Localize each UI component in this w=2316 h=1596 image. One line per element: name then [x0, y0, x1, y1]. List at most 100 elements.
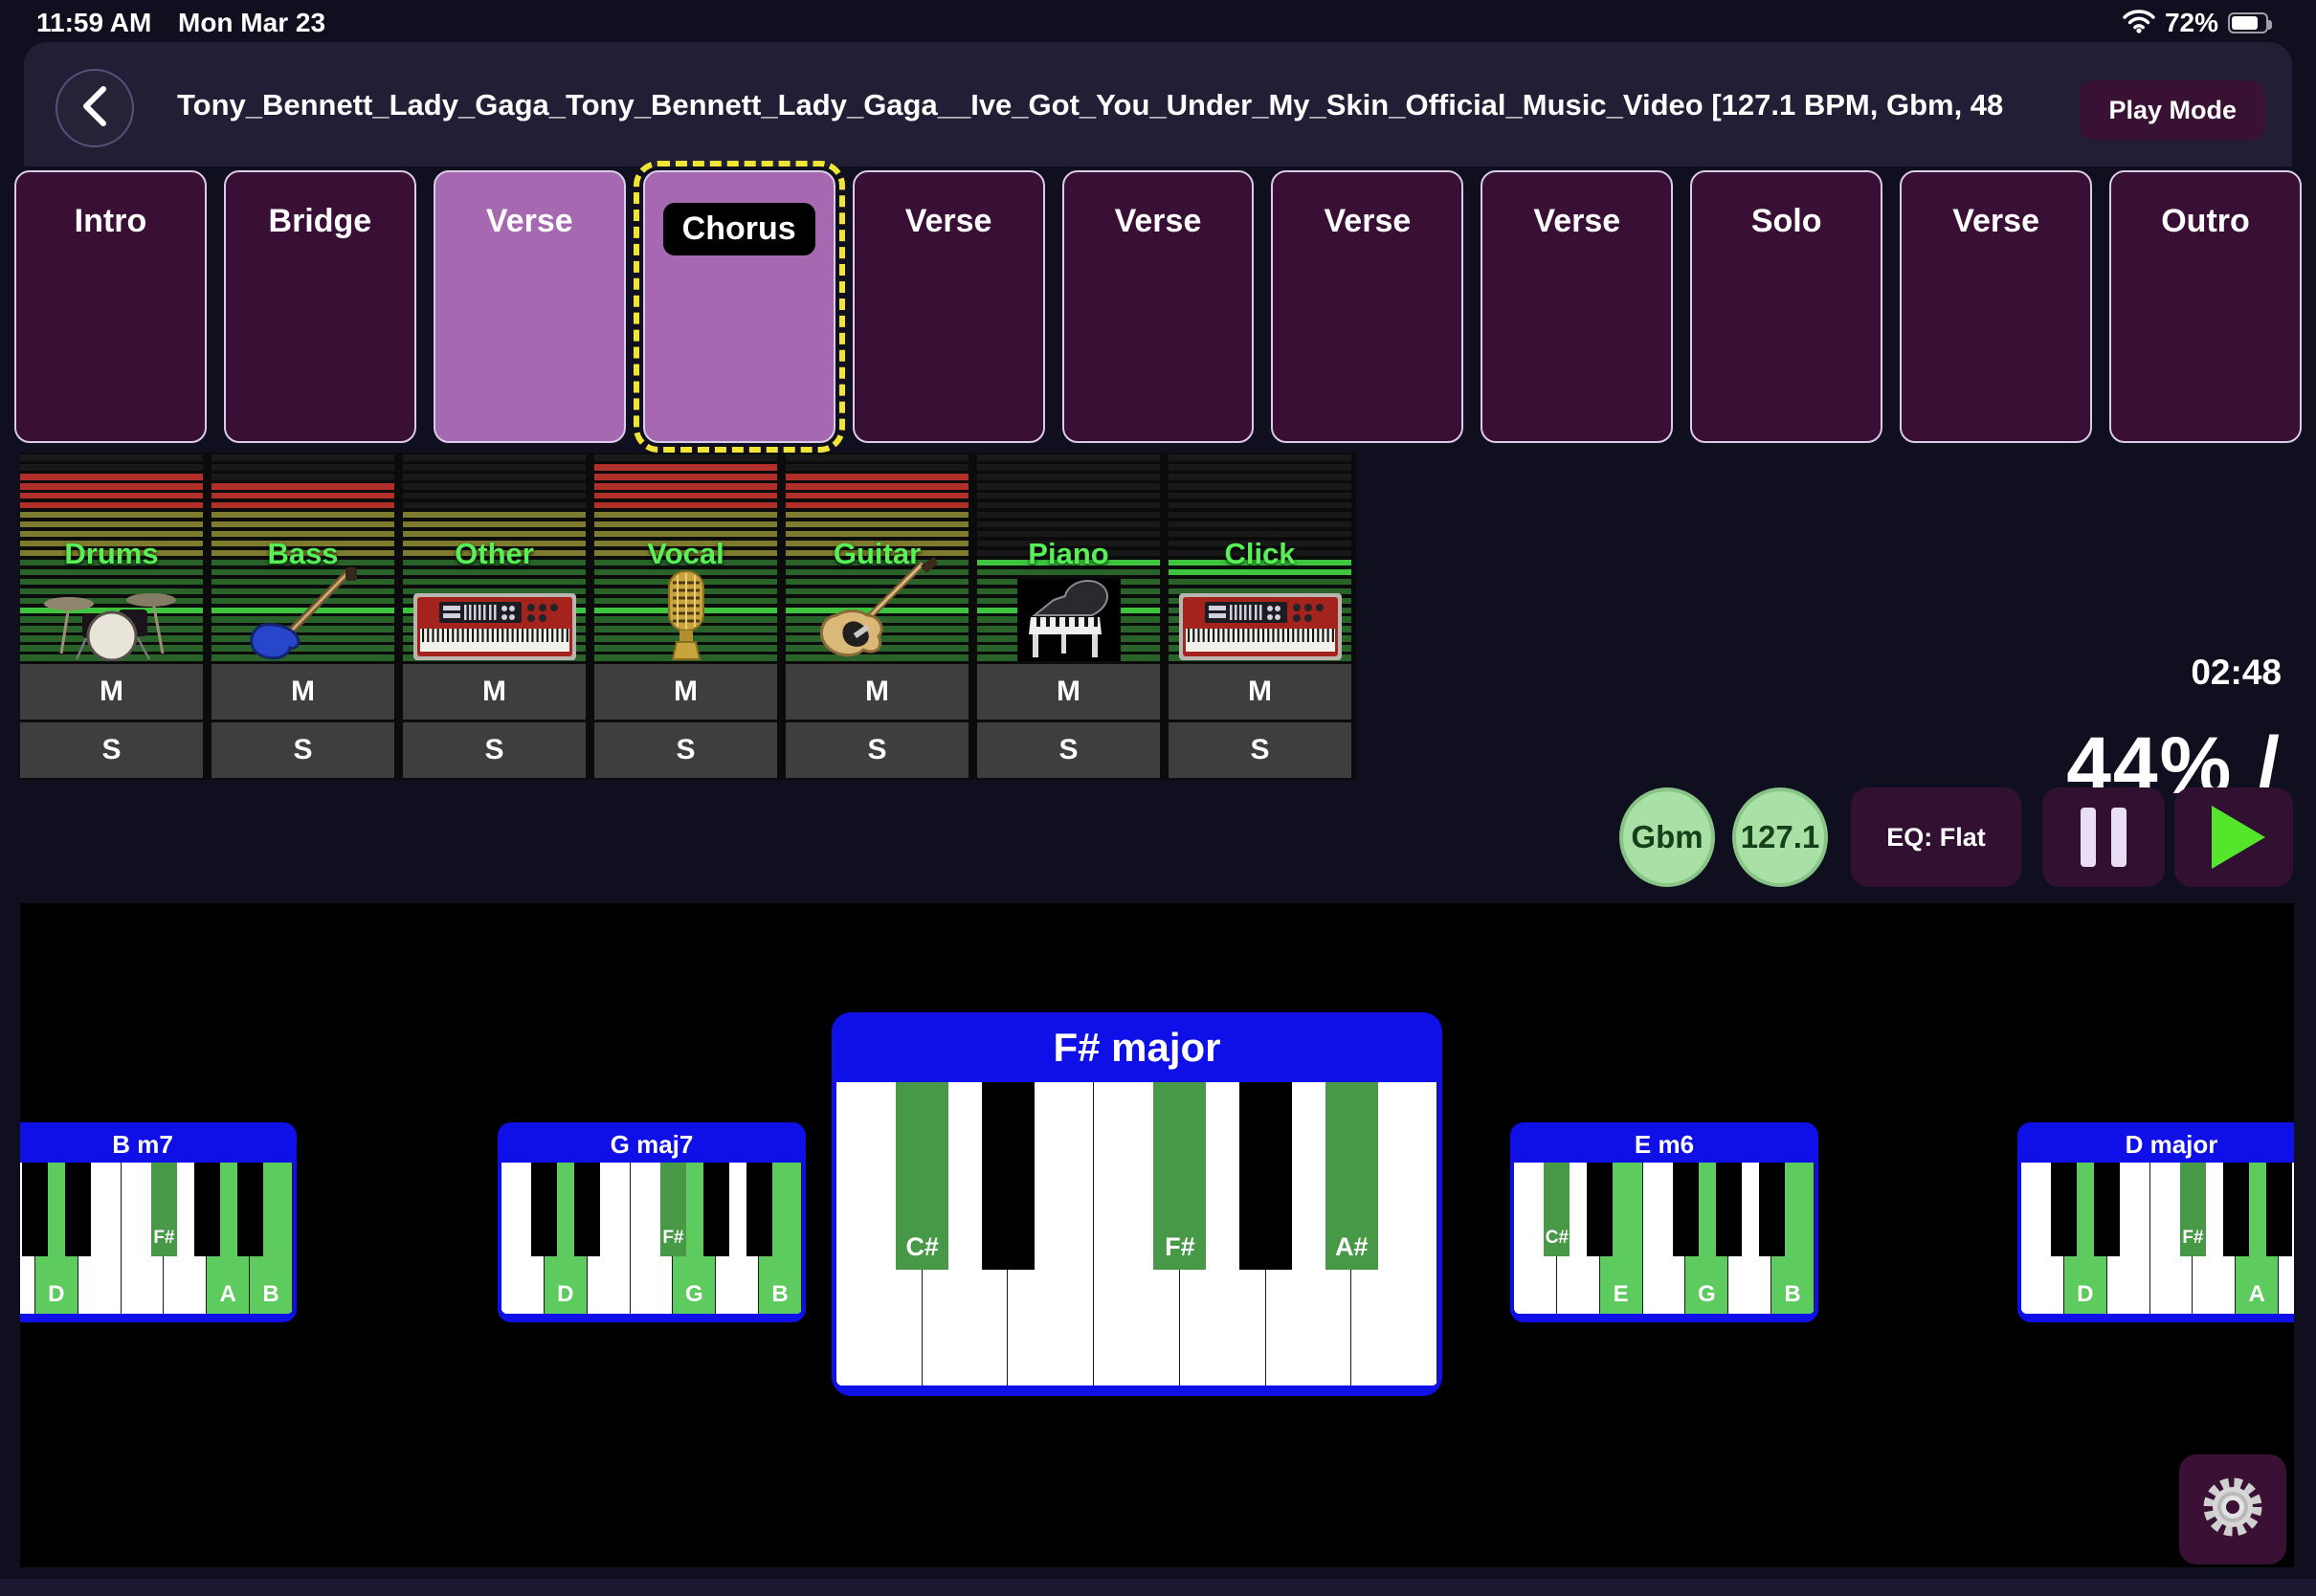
- vu-meter-segment: [20, 521, 203, 528]
- key-button[interactable]: Gbm: [1619, 787, 1715, 887]
- solo-button[interactable]: S: [212, 722, 394, 778]
- battery-percentage: 72%: [2164, 8, 2218, 37]
- vu-meter-segment: [1169, 511, 1351, 519]
- vu-meter-segment: [212, 492, 394, 499]
- vu-meter-segment: [212, 578, 394, 586]
- section-tile-verse[interactable]: Verse: [1481, 170, 1674, 443]
- solo-button[interactable]: S: [786, 722, 969, 778]
- mute-button[interactable]: M: [20, 664, 203, 720]
- bpm-button[interactable]: 127.1: [1732, 787, 1828, 887]
- track-label: Drums: [64, 537, 159, 570]
- vu-meter-segment: [786, 521, 969, 528]
- vu-meter-segment: [212, 511, 394, 519]
- vu-meter-segment: [403, 587, 586, 595]
- vu-meter-segment: [786, 492, 969, 499]
- white-key-label: D: [557, 1281, 574, 1307]
- vu-meter-segment: [977, 473, 1160, 480]
- vu-meter: Bass: [212, 453, 394, 661]
- black-key: [2094, 1163, 2121, 1256]
- section-tile-chorus[interactable]: Chorus: [633, 161, 845, 453]
- vu-meter-segment: [1169, 463, 1351, 471]
- vu-meter-segment: [1169, 521, 1351, 528]
- vu-meter-segment: [1169, 482, 1351, 490]
- mute-button[interactable]: M: [977, 664, 1160, 720]
- mute-button[interactable]: M: [594, 664, 777, 720]
- black-key: [1672, 1163, 1699, 1256]
- red-keyboard-icon: [403, 592, 586, 661]
- section-tile-label: Verse: [1324, 203, 1412, 239]
- vu-meter-segment: [403, 511, 586, 519]
- vu-meter-segment: [977, 530, 1160, 538]
- black-key-label: F#: [662, 1228, 684, 1248]
- vu-meter-segment: [403, 463, 586, 471]
- vu-meter-segment: [403, 559, 586, 566]
- bass-guitar-icon: [212, 565, 394, 661]
- solo-button[interactable]: S: [20, 722, 203, 778]
- section-tile-label: Intro: [74, 203, 147, 239]
- vu-meter-segment: [212, 635, 394, 642]
- pause-button[interactable]: [2042, 787, 2165, 887]
- mute-button[interactable]: M: [786, 664, 969, 720]
- section-tile-verse[interactable]: Verse: [1271, 170, 1464, 443]
- section-tile-verse[interactable]: Verse: [433, 170, 626, 443]
- vu-meter-segment: [20, 530, 203, 538]
- section-tile-verse[interactable]: Verse: [852, 170, 1045, 443]
- grand-piano-icon: [977, 579, 1160, 661]
- status-time: 11:59 AM: [36, 8, 152, 37]
- black-key-label: C#: [1545, 1228, 1569, 1248]
- back-button[interactable]: [56, 69, 134, 147]
- play-mode-button[interactable]: Play Mode: [2080, 80, 2265, 140]
- section-tile-verse[interactable]: Verse: [1900, 170, 2093, 443]
- vu-meter-segment: [212, 540, 394, 547]
- section-tile-intro[interactable]: Intro: [14, 170, 207, 443]
- settings-button[interactable]: [2179, 1454, 2286, 1564]
- black-key-label: C#: [905, 1232, 939, 1261]
- vu-meter-segment: [212, 549, 394, 557]
- vu-meter-segment: [977, 559, 1160, 566]
- black-key: C#: [1544, 1163, 1570, 1256]
- mute-button[interactable]: M: [212, 664, 394, 720]
- vu-meter-segment: [403, 501, 586, 509]
- piano-keyboard: C#F#A#: [836, 1082, 1437, 1385]
- solo-button[interactable]: S: [977, 722, 1160, 778]
- black-key-label: F#: [153, 1228, 175, 1248]
- microphone-icon: [594, 569, 777, 661]
- vu-meter-segment: [786, 549, 969, 557]
- play-icon: [2212, 806, 2265, 869]
- black-key-label: A#: [1335, 1232, 1369, 1261]
- vu-meter-segment: [1169, 492, 1351, 499]
- vu-meter-segment: [212, 530, 394, 538]
- vu-meter-segment: [403, 473, 586, 480]
- play-button[interactable]: [2174, 787, 2293, 887]
- vu-meter-segment: [594, 511, 777, 519]
- mute-button[interactable]: M: [1169, 664, 1351, 720]
- section-tile-label: Verse: [1952, 203, 2039, 239]
- vu-meter-segment: [594, 549, 777, 557]
- eq-button[interactable]: EQ: Flat: [1851, 787, 2021, 887]
- section-tile-solo[interactable]: Solo: [1690, 170, 1883, 443]
- vu-meter-segment: [1169, 473, 1351, 480]
- white-key-label: E: [1613, 1281, 1629, 1307]
- section-tile-outro[interactable]: Outro: [2109, 170, 2302, 443]
- section-tile-verse[interactable]: Verse: [1061, 170, 1255, 443]
- section-tile-bridge[interactable]: Bridge: [223, 170, 416, 443]
- vu-meter-segment: [212, 645, 394, 652]
- vu-meter-segment: [212, 654, 394, 661]
- battery-icon: [2228, 12, 2272, 33]
- solo-button[interactable]: S: [1169, 722, 1351, 778]
- solo-button[interactable]: S: [403, 722, 586, 778]
- vu-meter-segment: [594, 454, 777, 461]
- vu-meter-segment: [977, 540, 1160, 547]
- vu-meter-segment: [977, 501, 1160, 509]
- solo-button[interactable]: S: [594, 722, 777, 778]
- vu-meter-segment: [786, 463, 969, 471]
- mute-button[interactable]: M: [403, 664, 586, 720]
